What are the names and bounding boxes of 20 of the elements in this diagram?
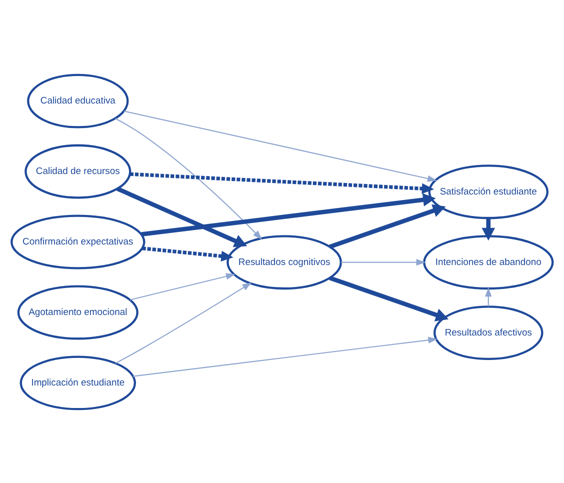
node-ellipse: Implicación estudiante: [20, 355, 136, 410]
arrow: [142, 246, 234, 261]
arrow: [116, 186, 248, 247]
arrow: [130, 272, 236, 300]
node-ellipse: Intenciones de abandono: [423, 234, 554, 290]
arrow: [132, 336, 438, 376]
arrow: [329, 275, 449, 321]
arrow: [115, 118, 262, 240]
arrow: [485, 286, 492, 306]
node-ellipse: Agotamiento emocional: [17, 284, 138, 340]
arrow: [141, 192, 436, 236]
arrow: [115, 282, 252, 364]
arrow: [340, 258, 426, 266]
node-ellipse: Calidad educativa: [27, 73, 129, 128]
arrow: [124, 110, 437, 182]
arrow: [482, 218, 496, 240]
node-ellipse: Calidad de recursos: [24, 144, 132, 198]
arrow: [329, 204, 446, 248]
node-ellipse: Confirmación expectativas: [10, 214, 146, 269]
arrow: [130, 172, 434, 194]
